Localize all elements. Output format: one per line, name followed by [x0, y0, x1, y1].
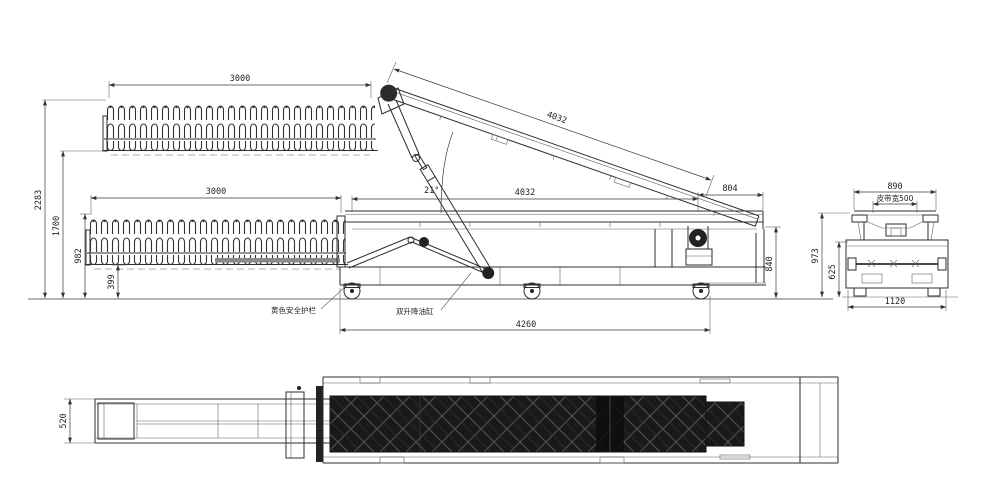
dim-top-boom: 3000	[108, 74, 372, 98]
dim-base-width: 1120	[847, 290, 947, 311]
boom-conveyor-lowered	[85, 214, 348, 270]
dim-base-width-text: 1120	[885, 297, 905, 307]
dim-boom-raised-height: 1700	[52, 150, 104, 299]
lift-cylinder-label: 双升降油缸	[396, 306, 434, 316]
safety-guard-label: 黄色安全护栏	[271, 305, 316, 315]
dim-incline-angle: 21°	[424, 131, 454, 214]
dim-bottom-boom: 3000	[90, 187, 342, 213]
plan-junction	[285, 386, 323, 462]
lift-cylinder	[414, 153, 495, 280]
dim-horiz-belt-text: 4032	[515, 188, 535, 198]
dim-overall-height: 2283	[34, 99, 106, 299]
dim-base-length-text: 4260	[516, 320, 536, 330]
caster-wheel-left	[343, 282, 361, 300]
dim-end-overall-height: 973	[811, 212, 850, 298]
dim-end-frame-height: 625	[828, 241, 848, 298]
dim-boom-lowered-height-text: 982	[74, 248, 84, 263]
dim-belt-width: 皮带宽500	[872, 193, 918, 213]
dim-bottom-boom-text: 3000	[206, 187, 226, 197]
inclined-belt-conveyor	[380, 84, 760, 227]
dimensions-end: 890 皮带宽500 973 625 112	[811, 182, 947, 311]
note-lift-cylinder: 双升降油缸	[396, 272, 472, 316]
dim-plan-boom-width-text: 520	[59, 413, 69, 428]
side-view: 3000 4032 3000 21° 403	[28, 61, 833, 334]
dim-end-frame-height-text: 625	[828, 264, 838, 279]
dim-discharge-height-text: 840	[765, 256, 775, 271]
dimensions-side: 3000 4032 3000 21° 403	[34, 61, 781, 334]
boom-conveyor-raised	[102, 100, 378, 156]
dim-horiz-belt: 4032	[351, 188, 699, 212]
drive-unit	[685, 226, 713, 266]
dim-boom-lowered-height: 982	[74, 213, 92, 299]
plan-frame	[322, 376, 839, 464]
dim-plan-boom-width: 520	[59, 398, 97, 444]
dim-top-width-text: 890	[887, 182, 902, 192]
end-view-belt-section	[851, 210, 939, 241]
caster-wheel-right	[692, 282, 710, 300]
dim-top-boom-text: 3000	[230, 74, 250, 84]
plan-boom	[94, 398, 331, 444]
plan-view: 520	[59, 376, 839, 464]
dim-top-width: 890	[853, 182, 937, 210]
plan-belt	[329, 395, 745, 453]
dim-boom-raised-height-text: 1700	[52, 216, 62, 236]
dim-drive-section-text: 804	[722, 184, 737, 194]
dim-end-overall-height-text: 973	[811, 248, 821, 263]
dim-overall-height-text: 2283	[34, 190, 44, 210]
dim-angle-text: 21°	[424, 186, 439, 196]
horizontal-belt-conveyor	[345, 210, 764, 230]
caster-wheel-middle	[523, 282, 541, 300]
base-frame	[336, 215, 766, 286]
dim-boom-bottom-height-text: 399	[107, 274, 117, 289]
dim-base-length: 4260	[339, 288, 711, 334]
dim-drive-section: 804	[697, 184, 764, 210]
end-view-frame	[842, 239, 958, 298]
dim-slope-belt-text: 4032	[545, 110, 568, 126]
note-safety-guard: 黄色安全护栏	[271, 286, 346, 315]
end-view: 890 皮带宽500 973 625 112	[811, 182, 958, 311]
dim-discharge-height: 840	[765, 226, 781, 299]
dim-belt-width-text: 皮带宽500	[877, 193, 914, 203]
scissor-support	[346, 236, 493, 277]
dim-slope-belt: 4032	[386, 61, 715, 197]
dim-boom-bottom-height: 399	[107, 264, 126, 299]
